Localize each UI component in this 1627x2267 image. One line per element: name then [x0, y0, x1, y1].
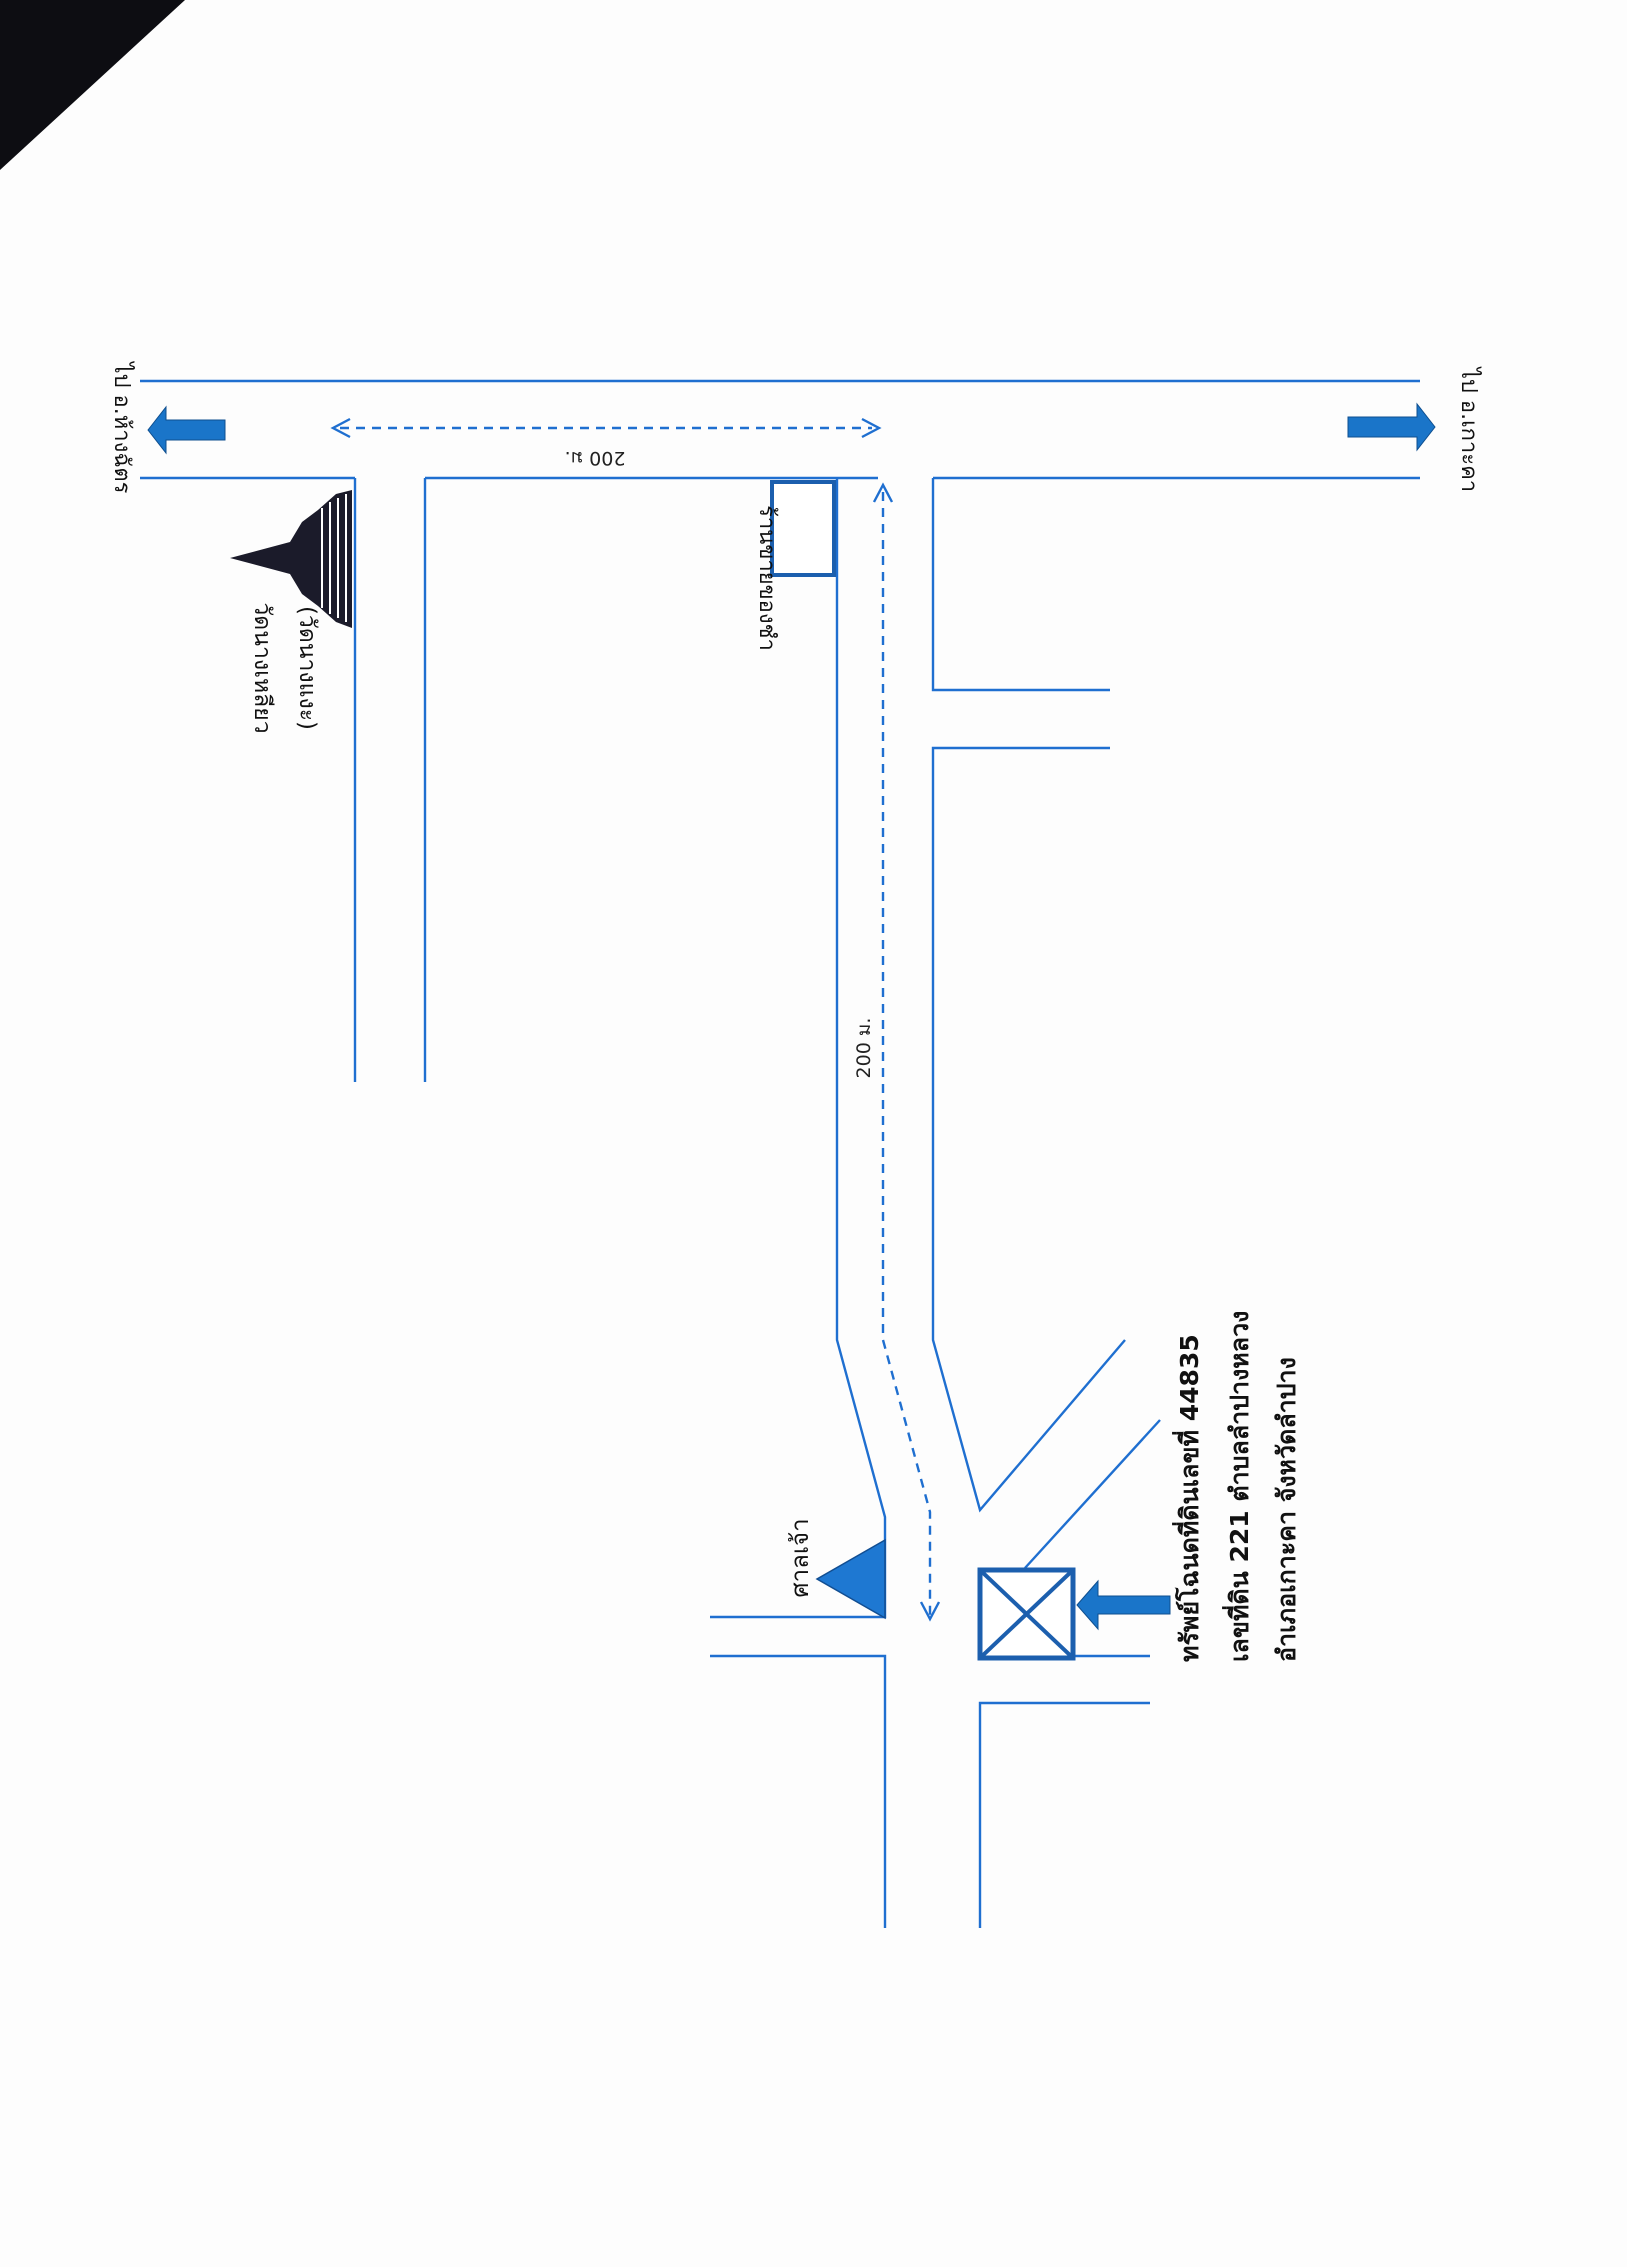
property-marker-icon	[977, 1567, 1076, 1661]
property-district-line: อำเภอเกาะคา จังหวัดลำปาง	[1272, 1357, 1301, 1662]
label-to-hang-chat: ไป อ.ห้างฉัตร	[109, 361, 135, 494]
arrow-to-property-icon	[1076, 1579, 1171, 1631]
property-description: ทรัพย์โฉนดที่ดินเลขที่ 44835 เลขที่ดิน 2…	[1172, 1311, 1301, 1662]
label-to-ko-kha: ไป อ.เกาะคา	[1456, 366, 1482, 492]
grocery-store-marker	[770, 480, 836, 577]
arrow-to-hang-chat-icon	[147, 405, 226, 455]
label-temple-alt: (วัดนางแงะ)	[294, 606, 320, 730]
shrine-icon	[815, 1538, 886, 1620]
label-grocery-store: ร้านขายของชำ	[754, 505, 779, 651]
distance-label-middle: 200 ม.	[853, 1018, 875, 1079]
arrow-to-ko-kha-icon	[1347, 402, 1436, 452]
distance-label-top: 200 ม.	[565, 447, 626, 469]
property-road	[710, 478, 1161, 1928]
label-temple: วัดนางเหลียว	[249, 602, 275, 733]
distance-marker-middle: 200 ม.	[853, 482, 941, 1622]
main-highway	[140, 379, 1420, 480]
property-deed-line: ทรัพย์โฉนดที่ดินเลขที่ 44835	[1172, 1334, 1204, 1662]
label-shrine: ศาลเจ้า	[786, 1518, 814, 1597]
distance-marker-top: 200 ม.	[330, 417, 882, 469]
temple-road	[353, 478, 427, 1082]
property-parcel-line: เลขที่ดิน 221 ตำบลลำปางหลวง	[1222, 1311, 1254, 1662]
pagoda-icon	[230, 490, 352, 628]
scan-corner-shadow	[0, 0, 185, 170]
